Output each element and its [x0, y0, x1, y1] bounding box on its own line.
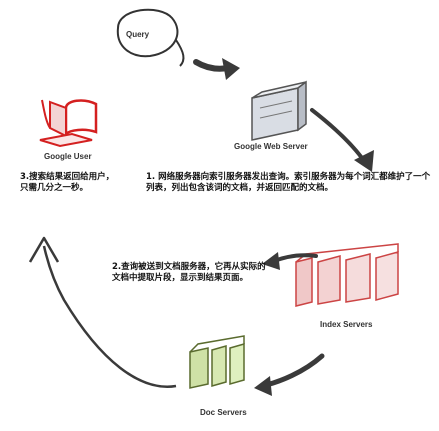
- query-label: Query: [126, 30, 150, 39]
- doc-servers-label: Doc Servers: [200, 408, 247, 417]
- index-servers-label: Index Servers: [320, 320, 373, 329]
- arrow-docs-to-user: [28, 236, 177, 388]
- arrow-index-to-docs: [254, 353, 325, 396]
- web-server-icon: [251, 80, 307, 141]
- google-user-icon: [39, 99, 98, 148]
- query-bubble: [116, 8, 185, 67]
- doc-servers-icon: [189, 335, 245, 389]
- arrow-index-to-left: [262, 252, 318, 270]
- step2-text: 2.查询被送到文档服务器，它再从实际的文档中提取片段，显示到结果页面。: [112, 262, 266, 283]
- step3-text: 3.搜索结果返回给用户，只需几分之一秒。: [20, 172, 115, 193]
- index-servers-icon: [295, 243, 399, 307]
- web-server-label: Google Web Server: [234, 142, 308, 151]
- arrow-query-to-webserver: [193, 58, 240, 80]
- user-label: Google User: [44, 152, 92, 161]
- step1-text: 1. 网络服务器向索引服务器发出查询。索引服务器为每个词汇都维护了一个列表，列出…: [146, 172, 431, 193]
- arrow-webserver-to-index: [310, 108, 374, 172]
